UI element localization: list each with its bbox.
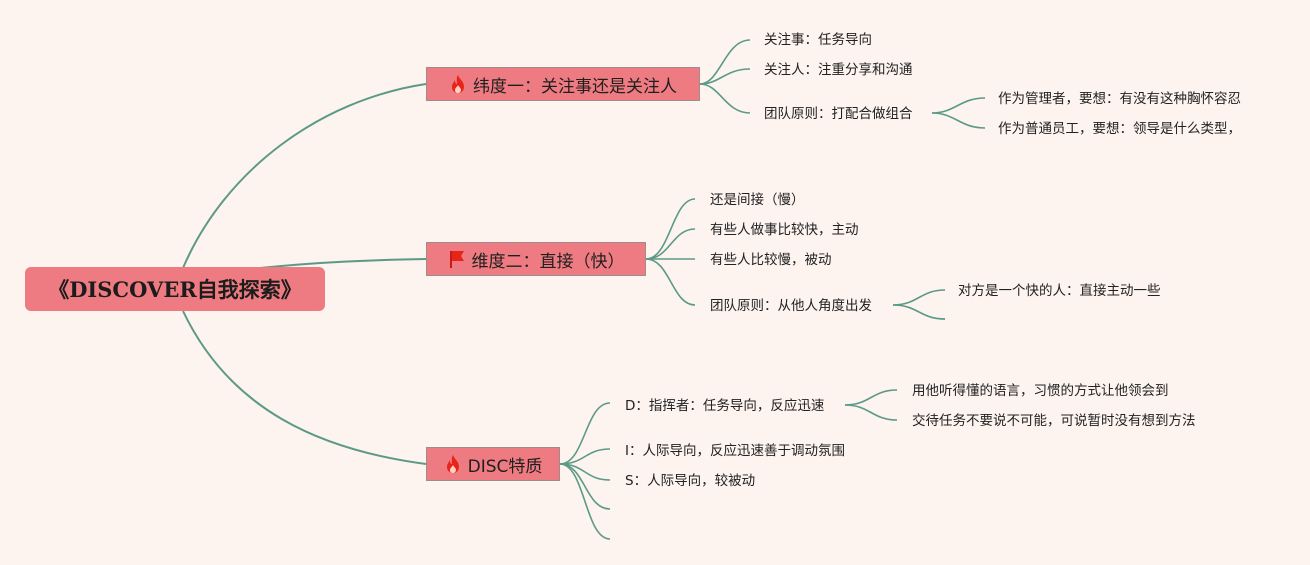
- connector-b1-c3-g1: [931, 97, 986, 114]
- connector-b3-c2: [559, 448, 611, 465]
- connector-b1-c3: [699, 83, 751, 114]
- leaf-node[interactable]: 团队原则：从他人角度出发: [710, 298, 872, 314]
- fire-icon: [452, 75, 464, 93]
- red-flag-icon: [449, 251, 464, 268]
- branch-label: 维度二：直接（快）: [471, 251, 625, 272]
- connector-b2-c4-g2: [892, 304, 946, 320]
- connector-b1-c1: [699, 39, 751, 85]
- leaf-node[interactable]: 用他听得懂的语言，习惯的方式让他领会到: [912, 383, 1169, 399]
- leaf-node[interactable]: S：人际导向，较被动: [625, 473, 756, 489]
- leaf-node[interactable]: 有些人比较慢，被动: [710, 252, 832, 268]
- connector-root-branch1: [182, 83, 427, 269]
- branch-node-disc-traits[interactable]: DISC特质: [426, 447, 560, 481]
- leaf-node[interactable]: I：人际导向，反应迅速善于调动氛围: [625, 443, 845, 459]
- connector-b3-c5: [559, 463, 611, 540]
- connector-b1-c3-g2: [931, 112, 986, 129]
- leaf-node[interactable]: 作为普通员工，要想：领导是什么类型，: [998, 121, 1241, 137]
- connector-b3-c1-g2: [844, 404, 898, 421]
- connector-b1-c2: [699, 68, 751, 85]
- connector-b3-c1: [559, 402, 611, 465]
- leaf-node[interactable]: 交待任务不要说不可能，可说暂时没有想到方法: [912, 413, 1196, 429]
- leaf-node[interactable]: 团队原则：打配合做组合: [764, 106, 913, 122]
- branch-node-dimension-one[interactable]: 纬度一：关注事还是关注人: [426, 67, 700, 101]
- connector-root-branch2: [259, 258, 427, 269]
- root-label: 《DISCOVER自我探索》: [48, 277, 302, 302]
- leaf-node[interactable]: 关注事：任务导向: [764, 32, 872, 48]
- connector-b2-c4: [645, 258, 696, 306]
- branch-label: 纬度一：关注事还是关注人: [473, 76, 677, 97]
- branch-label: DISC特质: [467, 456, 543, 477]
- connector-b2-c1: [645, 198, 696, 260]
- connector-root-branch3: [182, 310, 427, 465]
- leaf-node[interactable]: 作为管理者，要想：有没有这种胸怀容忍: [998, 91, 1241, 107]
- connector-b3-c1-g1: [844, 389, 898, 406]
- leaf-node[interactable]: 对方是一个快的人：直接主动一些: [958, 283, 1161, 299]
- root-node[interactable]: 《DISCOVER自我探索》: [25, 267, 325, 311]
- leaf-node[interactable]: 还是间接（慢）: [710, 192, 805, 208]
- leaf-node[interactable]: 关注人：注重分享和沟通: [764, 62, 913, 78]
- leaf-node[interactable]: D：指挥者：任务导向，反应迅速: [625, 398, 825, 414]
- connector-b2-c4-g1: [892, 289, 946, 306]
- branch-node-dimension-two[interactable]: 维度二：直接（快）: [426, 242, 646, 276]
- connector-b2-c2: [645, 228, 696, 260]
- leaf-node[interactable]: 有些人做事比较快，主动: [710, 222, 859, 238]
- fire-icon: [446, 455, 459, 473]
